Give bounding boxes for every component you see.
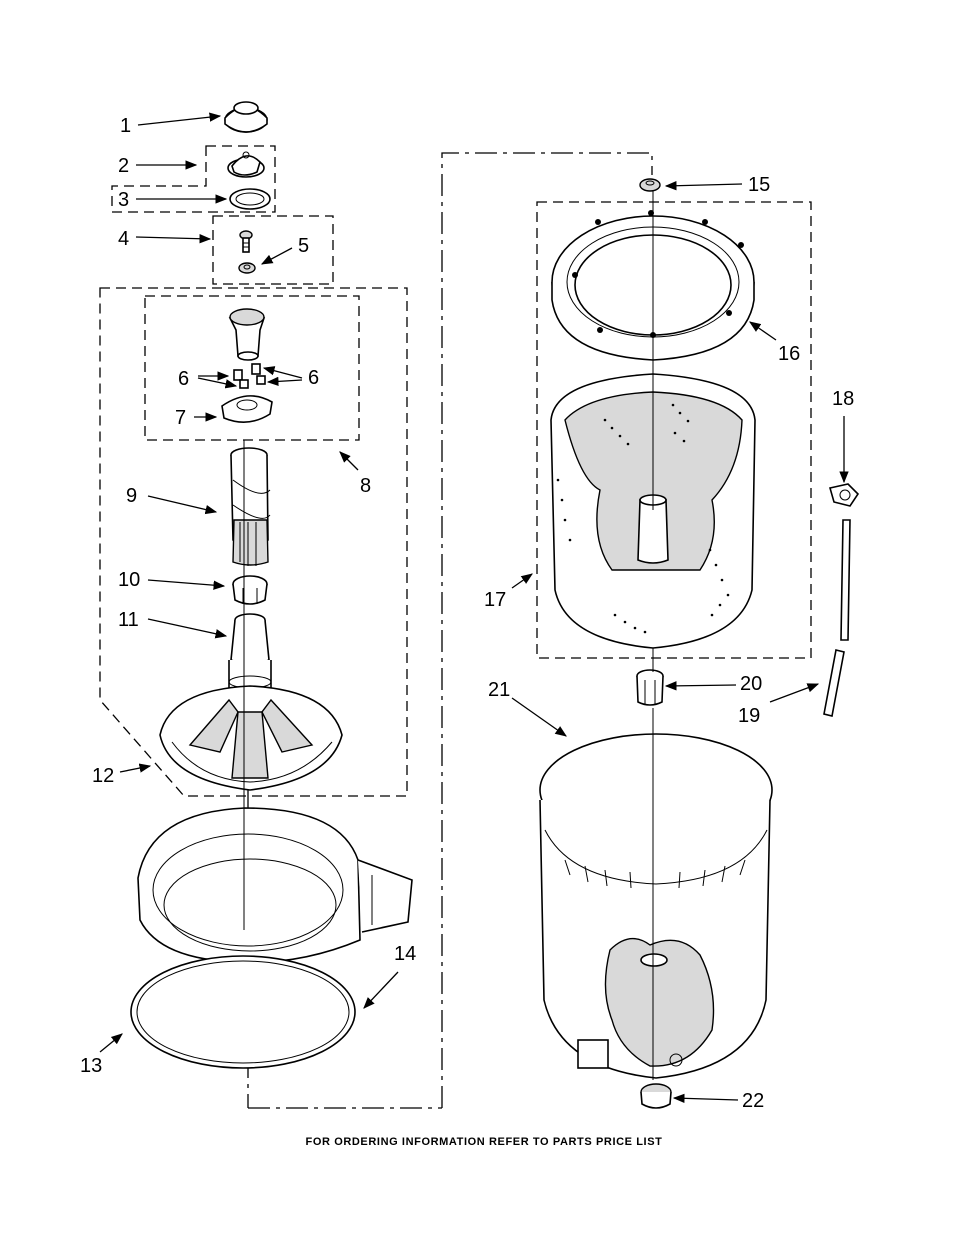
- callout-18: 18: [832, 388, 854, 410]
- part-2-cam-icon: [227, 151, 265, 178]
- part-14-seal-gasket-icon: [130, 955, 356, 1069]
- agitator-cam-parts-icon: [221, 308, 273, 423]
- callout-6-left: 6: [178, 368, 189, 390]
- callout-6-right: 6: [308, 367, 319, 389]
- callout-4: 4: [118, 228, 129, 250]
- callout-5: 5: [298, 235, 309, 257]
- leader-lines: [99, 112, 849, 1104]
- callout-17: 17: [484, 589, 506, 611]
- callout-11: 11: [118, 609, 139, 631]
- callout-3: 3: [118, 189, 129, 211]
- part-19-hose-icon: [823, 519, 851, 717]
- callout-19: 19: [738, 705, 760, 727]
- part-20-drive-block-icon: [636, 669, 664, 706]
- part-15-nut-icon: [639, 178, 661, 192]
- callout-14: 14: [394, 943, 416, 965]
- callout-12: 12: [92, 765, 114, 787]
- footer-note: FOR ORDERING INFORMATION REFER TO PARTS …: [306, 1136, 663, 1148]
- callout-10: 10: [118, 569, 140, 591]
- part-5-washer-icon: [238, 262, 256, 274]
- part-10-coupling-icon: [232, 575, 268, 605]
- callout-22: 22: [742, 1090, 764, 1112]
- part-13-tub-ring-icon: [137, 807, 413, 964]
- part-12-wash-plate-icon: [159, 685, 343, 791]
- callout-labels: 1 2 3 4 5 6 6 7 8 9 10 11 12 13 14 15 16…: [80, 115, 854, 1112]
- callout-1: 1: [120, 115, 131, 137]
- callout-2: 2: [118, 155, 129, 177]
- callout-7: 7: [175, 407, 186, 429]
- callout-8: 8: [360, 475, 371, 497]
- callout-16: 16: [778, 343, 800, 365]
- part-22-plug-icon: [640, 1083, 672, 1109]
- callout-13: 13: [80, 1055, 102, 1077]
- part-1-agitator-cap-icon: [224, 101, 268, 133]
- callout-20: 20: [740, 673, 762, 695]
- part-4-bolt-icon: [239, 230, 253, 253]
- part-18-clamp-icon: [828, 483, 860, 507]
- callout-9: 9: [126, 485, 137, 507]
- part-17-wash-basket-icon: [550, 373, 756, 649]
- part-21-outer-tub-icon: [539, 733, 773, 1079]
- callout-21: 21: [488, 679, 510, 701]
- part-9-agitator-auger-icon: [230, 447, 271, 566]
- part-3-seal-ring-icon: [229, 188, 271, 210]
- callout-15: 15: [748, 174, 770, 196]
